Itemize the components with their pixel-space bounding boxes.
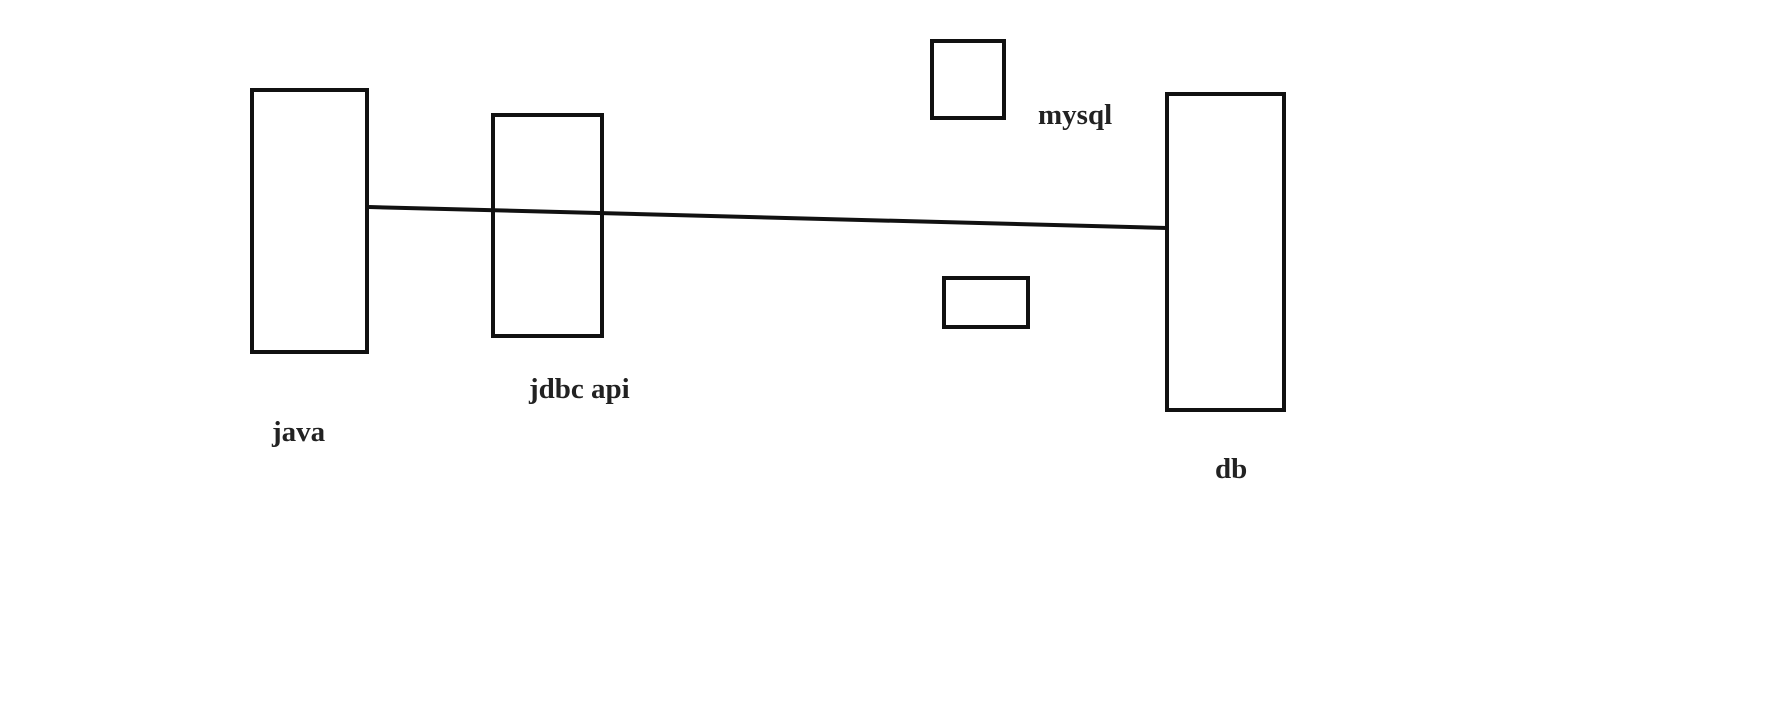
java-box [250,88,369,354]
db-box [1165,92,1286,412]
jdbc-api-box [491,113,604,338]
jdbc-api-label: jdbc api [529,373,630,405]
java-label: java [272,416,326,448]
mysql-box [930,39,1006,120]
mysql-label: mysql [1038,99,1113,131]
db-label: db [1215,453,1248,485]
small-box [942,276,1030,329]
connector-line [368,205,1168,230]
